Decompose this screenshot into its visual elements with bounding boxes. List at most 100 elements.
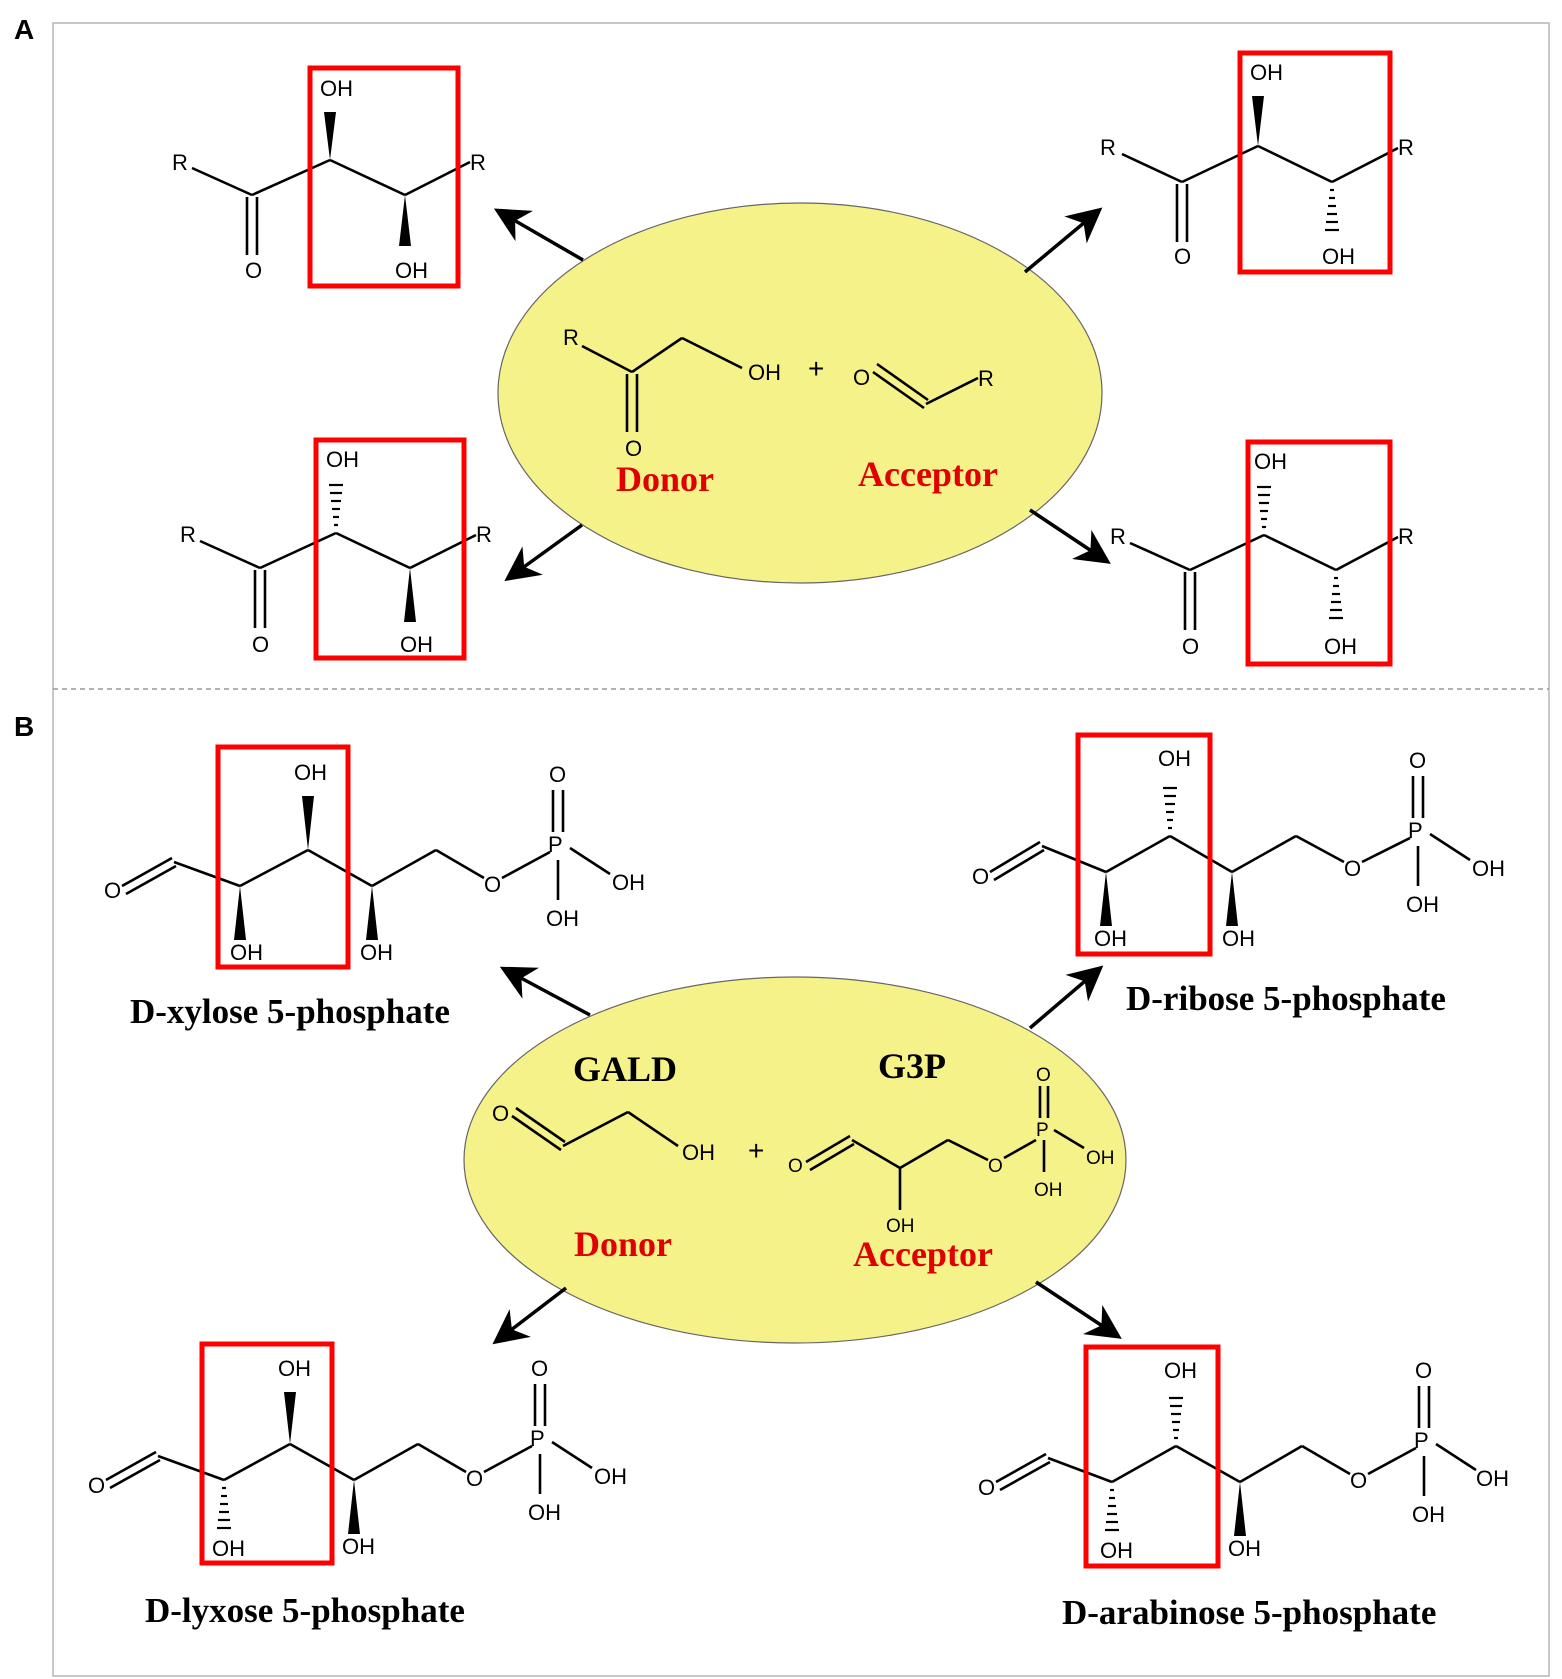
- product-a-top-right: R O R OH OH: [1100, 50, 1414, 275]
- stereocenter-box: [1083, 1344, 1221, 1569]
- atom-r: R: [1398, 524, 1414, 549]
- atom-oh: OH: [1222, 926, 1255, 951]
- atom-oh: OH: [1100, 1538, 1133, 1563]
- atom-o: O: [484, 872, 501, 897]
- reaction-ellipse-b: [463, 976, 1127, 1344]
- figure-frame: [52, 22, 1550, 1677]
- atom-oh: OH: [1158, 746, 1191, 771]
- atom-p: P: [548, 832, 563, 857]
- product-name-lyxose: D-lyxose 5-phosphate: [145, 1591, 465, 1630]
- arrow-to-bottom-left-a: [504, 523, 584, 582]
- acceptor-label-b: Acceptor: [853, 1234, 993, 1274]
- atom-o: O: [88, 1473, 105, 1498]
- atom-r: R: [1100, 135, 1116, 160]
- stereocenter-box: [1075, 732, 1213, 957]
- atom-r: R: [978, 366, 994, 391]
- atom-o: O: [788, 1156, 803, 1177]
- panel-a: R O OH + O R Donor Acceptor R: [172, 50, 1414, 667]
- acceptor-molecule-b: O OH O P O OH OH: [788, 1065, 1115, 1237]
- arrow-to-ribose: [1028, 965, 1104, 1030]
- atom-o: O: [492, 1101, 509, 1126]
- donor-molecule-a: R O OH: [563, 325, 781, 461]
- atom-o: O: [1409, 748, 1426, 773]
- product-ribose: O O P O OH OH OH OH: [972, 732, 1505, 1018]
- panel-b: GALD G3P O OH + O OH O P O: [88, 732, 1509, 1632]
- atom-oh: OH: [212, 1536, 245, 1561]
- stereocenter-box: [307, 65, 461, 289]
- donor-name-b: GALD: [573, 1049, 677, 1089]
- atom-p: P: [1414, 1428, 1429, 1453]
- stereocenter-box: [215, 744, 351, 970]
- atom-o: O: [1415, 1358, 1432, 1383]
- atom-r: R: [172, 150, 188, 175]
- atom-o: O: [978, 1475, 995, 1500]
- atom-oh: OH: [748, 360, 781, 385]
- atom-oh: OH: [1406, 892, 1439, 917]
- atom-r: R: [476, 522, 492, 547]
- atom-oh: OH: [320, 76, 353, 101]
- atom-o: O: [625, 436, 642, 461]
- atom-r: R: [563, 325, 579, 350]
- product-name-arabinose: D-arabinose 5-phosphate: [1062, 1593, 1436, 1632]
- product-xylose: O O P O OH OH OH OH OH D-xylose 5-: [104, 744, 645, 1031]
- atom-oh: OH: [1094, 926, 1127, 951]
- atom-o: O: [1182, 634, 1199, 659]
- atom-p: P: [530, 1426, 545, 1451]
- atom-oh: OH: [886, 1216, 915, 1237]
- stereocenter-box: [313, 437, 467, 661]
- atom-oh: OH: [528, 1500, 561, 1525]
- atom-oh: OH: [1322, 244, 1355, 269]
- panel-a-label: A: [14, 14, 34, 45]
- panel-b-label: B: [14, 711, 34, 742]
- product-name-xylose: D-xylose 5-phosphate: [130, 992, 450, 1031]
- atom-oh: OH: [360, 940, 393, 965]
- arrow-to-bottom-right-a: [1029, 508, 1111, 564]
- arrow-to-lyxose: [492, 1286, 568, 1345]
- atom-oh: OH: [594, 1464, 627, 1489]
- atom-oh: OH: [1034, 1180, 1063, 1201]
- atom-o: O: [104, 878, 121, 903]
- donor-label-a: Donor: [616, 459, 714, 499]
- atom-o: O: [1350, 1468, 1367, 1493]
- product-a-bottom-left: R O R OH OH: [180, 437, 492, 661]
- atom-o: O: [1174, 244, 1191, 269]
- atom-o: O: [1036, 1065, 1051, 1086]
- atom-oh: OH: [326, 447, 359, 472]
- atom-oh: OH: [1412, 1502, 1445, 1527]
- atom-o: O: [549, 762, 566, 787]
- atom-o: O: [853, 365, 870, 390]
- atom-oh: OH: [1086, 1148, 1115, 1169]
- arrow-to-arabinose: [1035, 1280, 1122, 1339]
- atom-oh: OH: [400, 632, 433, 657]
- stereocenter-box: [1237, 50, 1393, 275]
- atom-oh: OH: [1254, 449, 1287, 474]
- arrow-to-top-right-a: [1023, 207, 1103, 274]
- atom-oh: OH: [395, 258, 428, 283]
- donor-label-b: Donor: [574, 1224, 672, 1264]
- atom-oh: OH: [278, 1356, 311, 1381]
- product-lyxose: O O P O OH OH OH OH: [88, 1341, 627, 1630]
- stereocenter-box: [199, 1341, 335, 1566]
- atom-p: P: [1408, 818, 1423, 843]
- atom-oh: OH: [546, 906, 579, 931]
- acceptor-name-b: G3P: [878, 1046, 946, 1086]
- plus-sign-b: +: [748, 1135, 764, 1166]
- atom-o: O: [245, 258, 262, 283]
- atom-r: R: [470, 150, 486, 175]
- product-arabinose: O O P O OH OH OH: [978, 1344, 1509, 1632]
- atom-p: P: [1036, 1120, 1049, 1141]
- product-a-bottom-right: R O R OH OH: [1110, 439, 1414, 667]
- arrow-to-xylose: [499, 966, 591, 1017]
- atom-oh: OH: [1472, 856, 1505, 881]
- atom-oh: OH: [1476, 1466, 1509, 1491]
- acceptor-molecule-a: O R: [853, 362, 994, 410]
- atom-o: O: [252, 632, 269, 657]
- atom-o: O: [531, 1356, 548, 1381]
- atom-oh: OH: [294, 760, 327, 785]
- atom-r: R: [180, 522, 196, 547]
- atom-oh: OH: [1228, 1536, 1261, 1561]
- donor-molecule-b: O OH: [492, 1101, 715, 1165]
- atom-r: R: [1398, 135, 1414, 160]
- acceptor-label-a: Acceptor: [858, 454, 998, 494]
